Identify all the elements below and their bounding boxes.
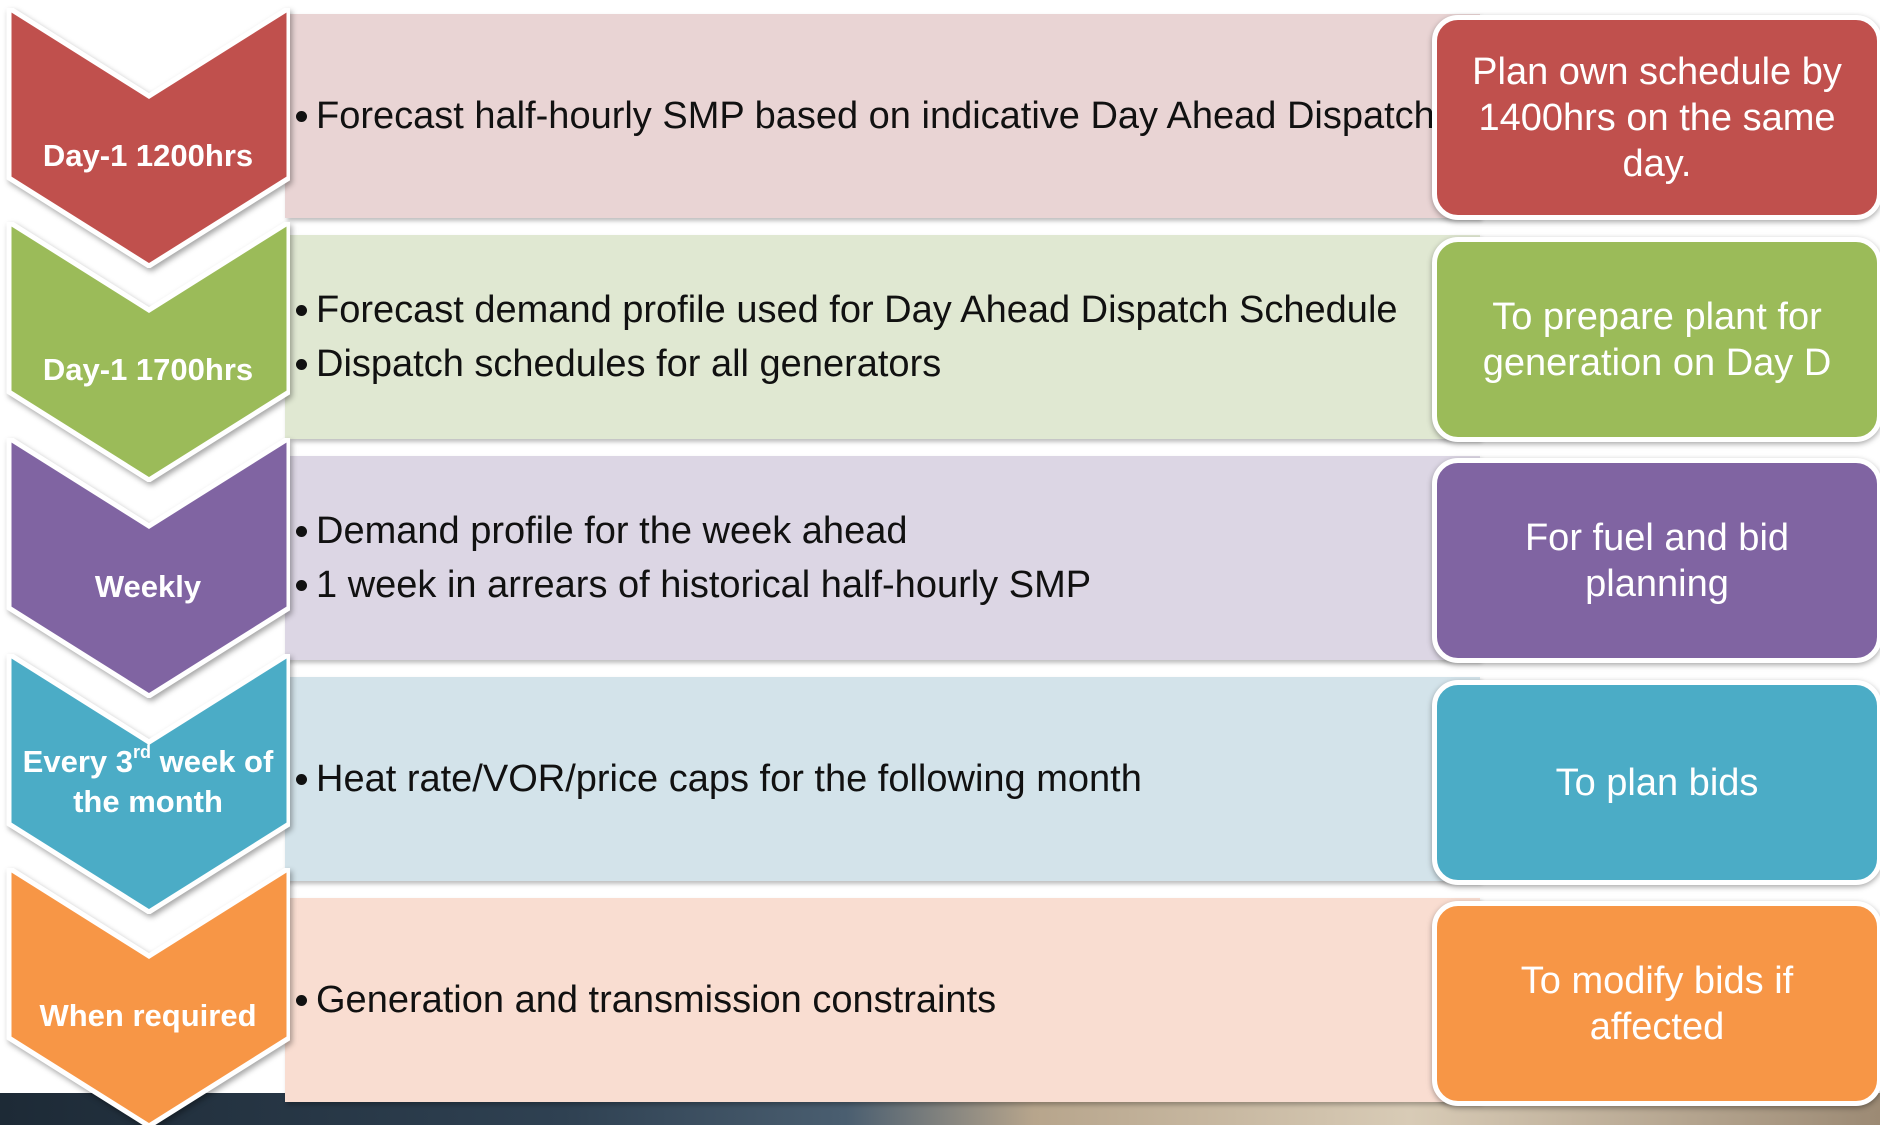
outcome-box: To modify bids if affected — [1432, 901, 1880, 1106]
description-band — [285, 14, 1480, 218]
outcome-box: For fuel and bid planning — [1432, 458, 1880, 663]
description-list: Demand profile for the week ahead 1 week… — [295, 456, 1740, 660]
chevron-label: Weekly — [94, 569, 202, 604]
chevron-every-3rd-week: Every 3rd week of the month — [4, 654, 290, 914]
chevron-label: Every 3rd week of the month — [22, 741, 274, 819]
bullet-item: Generation and transmission constraints — [295, 977, 1740, 1023]
description-band — [285, 456, 1480, 660]
description-list: Forecast half-hourly SMP based on indica… — [295, 14, 1740, 218]
bullet-item: Forecast demand profile used for Day Ahe… — [295, 287, 1740, 333]
outcome-box: To plan bids — [1432, 680, 1880, 885]
description-list: Forecast demand profile used for Day Ahe… — [295, 235, 1740, 439]
chevron-weekly: Weekly — [4, 438, 290, 698]
chevron-label: Day-1 1700hrs — [42, 352, 254, 387]
description-band — [285, 677, 1480, 881]
chevron-day-1-1700: Day-1 1700hrs — [4, 222, 290, 482]
chevron-label: When required — [39, 998, 257, 1033]
bullet-item: Heat rate/VOR/price caps for the followi… — [295, 756, 1740, 802]
chevron-when-required: When required — [4, 868, 290, 1125]
outcome-box: Plan own schedule by 1400hrs on the same… — [1432, 15, 1880, 220]
description-band — [285, 235, 1480, 439]
chevron-day-1-1200: Day-1 1200hrs — [4, 8, 290, 268]
description-list: Generation and transmission constraints — [295, 898, 1740, 1102]
bullet-item: Demand profile for the week ahead — [295, 508, 1740, 554]
bullet-item: 1 week in arrears of historical half-hou… — [295, 562, 1740, 608]
description-band — [285, 898, 1480, 1102]
chevron-label: Day-1 1200hrs — [42, 138, 254, 173]
bullet-item: Dispatch schedules for all generators — [295, 341, 1740, 387]
bullet-item: Forecast half-hourly SMP based on indica… — [295, 93, 1740, 139]
outcome-box: To prepare plant for generation on Day D — [1432, 237, 1880, 442]
description-list: Heat rate/VOR/price caps for the followi… — [295, 677, 1740, 881]
